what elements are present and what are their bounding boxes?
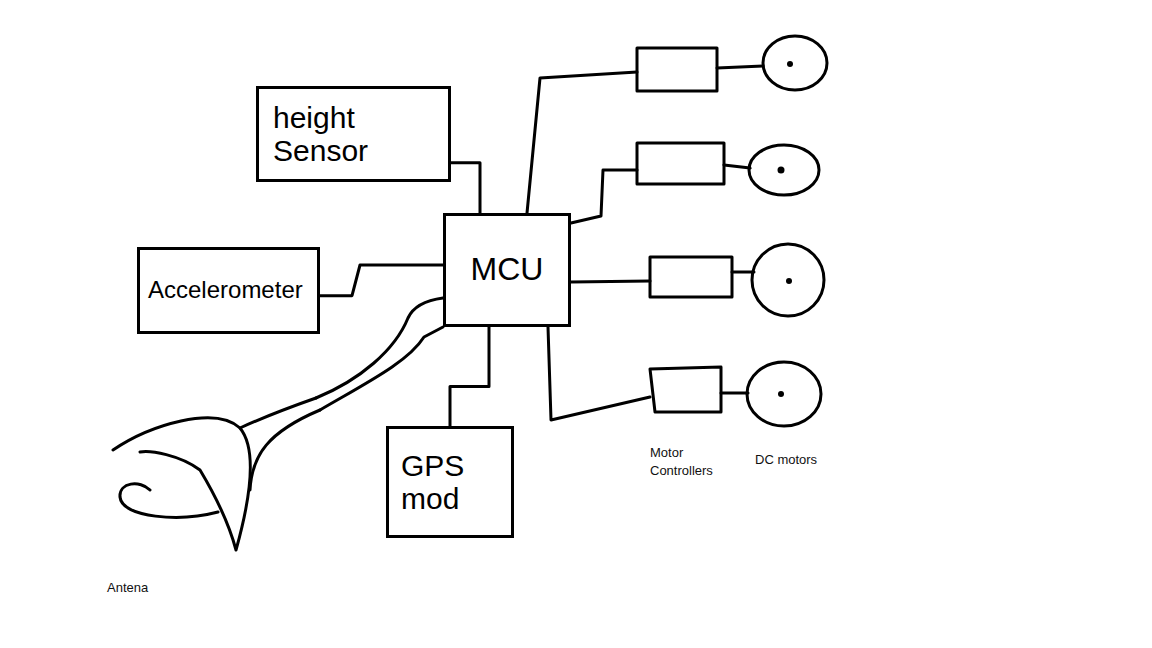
dc-motor — [749, 145, 819, 195]
wire — [717, 66, 763, 68]
motor-dot — [778, 167, 785, 174]
wire — [571, 170, 637, 223]
wire — [724, 165, 750, 168]
component-name: height Sensor — [273, 101, 434, 167]
connector-wire — [451, 163, 480, 213]
component-box: height Sensor — [256, 86, 451, 182]
caption-label: DC motors — [755, 451, 845, 469]
component-name: Accelerometer — [148, 277, 309, 303]
dc-motor — [747, 362, 821, 426]
wire — [571, 281, 650, 282]
antenna-dish — [120, 484, 218, 517]
antenna-dish — [113, 418, 250, 550]
component-box: GPS mod — [386, 426, 514, 538]
wire — [527, 72, 637, 213]
motor-controller — [650, 257, 732, 297]
antenna-stem — [240, 398, 320, 490]
wire — [548, 327, 650, 420]
connector-wire — [320, 265, 443, 296]
component-name: MCU — [456, 252, 558, 287]
motor-controller — [637, 143, 724, 184]
caption-label: Antena — [107, 579, 187, 597]
antenna-wire — [320, 327, 443, 410]
component-name: GPS mod — [401, 449, 499, 515]
antenna-wire — [316, 298, 443, 398]
dc-motor — [763, 36, 827, 90]
motor-controller — [650, 367, 721, 412]
caption-label: Motor Controllers — [650, 444, 730, 479]
dc-motor — [752, 244, 824, 316]
wire — [732, 271, 754, 274]
component-box: Accelerometer — [137, 247, 320, 334]
component-box: MCU — [443, 213, 571, 327]
wire — [721, 392, 748, 395]
motor-dot — [778, 391, 784, 397]
motor-dot — [787, 61, 793, 67]
motor-dot — [786, 278, 792, 284]
connector-wire — [450, 327, 489, 426]
motor-controller — [637, 48, 717, 91]
